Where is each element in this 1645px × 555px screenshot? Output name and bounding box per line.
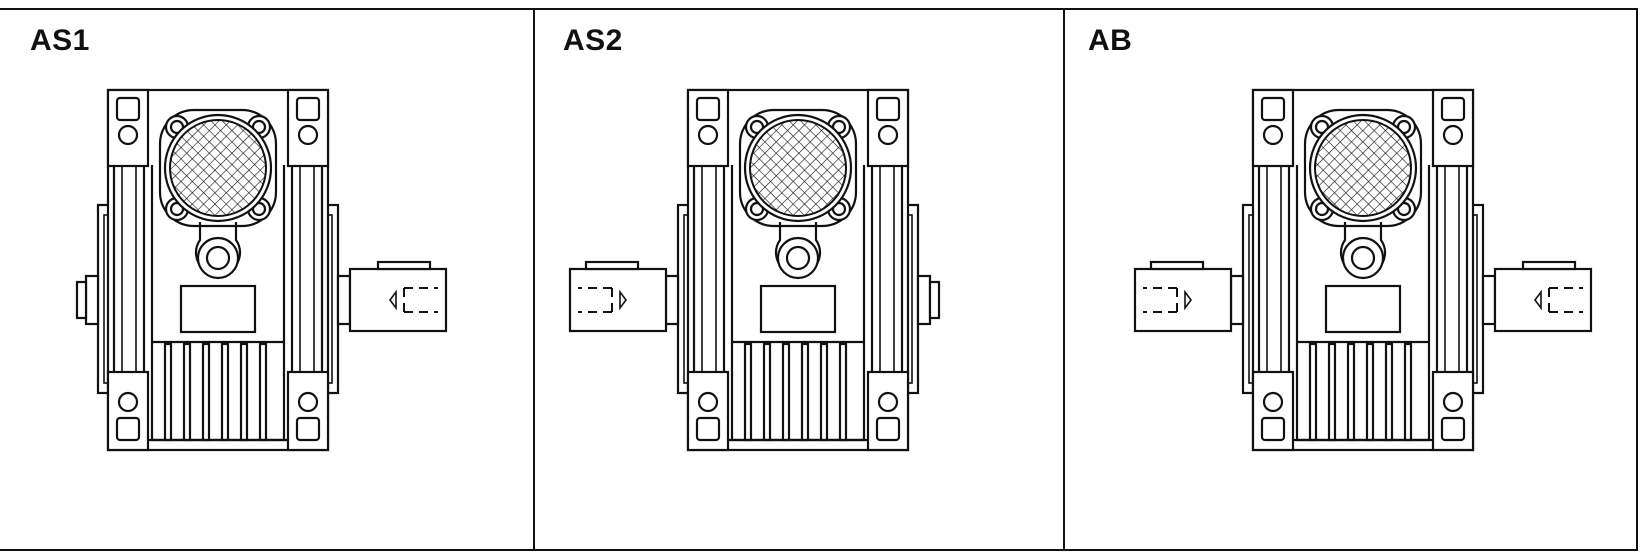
center-hole-mark — [389, 289, 397, 311]
cooling-fin — [762, 342, 772, 442]
input-bore-hatched — [1314, 119, 1412, 217]
center-hole-mark — [1534, 289, 1542, 311]
shaft-key — [376, 260, 432, 271]
mounting-slot — [875, 416, 901, 442]
cooling-fin — [1327, 342, 1337, 442]
output-shaft — [348, 267, 448, 333]
input-bore-hatched — [749, 119, 847, 217]
mounting-hole — [877, 391, 899, 413]
shaft-collar — [1229, 274, 1245, 326]
output-shaft — [1493, 267, 1593, 333]
mounting-slot — [1440, 96, 1466, 122]
mounting-slot — [295, 96, 321, 122]
nameplate — [1324, 284, 1402, 334]
lifting-eye-hole — [205, 245, 231, 271]
mounting-slot — [1440, 416, 1466, 442]
panel-divider-1 — [533, 8, 535, 551]
right-rail — [1435, 163, 1469, 377]
cooling-fin — [239, 342, 249, 442]
cooling-fin — [220, 342, 230, 442]
center-hole-mark — [619, 289, 627, 311]
panel-label-as1: AS1 — [30, 24, 90, 57]
bearing-cap — [84, 274, 100, 326]
gearbox-as1-drawing — [75, 88, 448, 452]
mounting-slot — [1260, 416, 1286, 442]
mounting-hole — [877, 124, 899, 146]
shaft-key — [1149, 260, 1205, 271]
mounting-slot — [115, 416, 141, 442]
cooling-fin — [743, 342, 753, 442]
center-hole-mark — [1184, 289, 1192, 311]
mounting-slot — [695, 96, 721, 122]
cooling-fin — [1384, 342, 1394, 442]
keyway-hidden — [578, 287, 613, 313]
keyway-hidden — [1548, 287, 1583, 313]
shaft-key — [584, 260, 640, 271]
gearbox-ab-drawing — [1133, 88, 1593, 452]
mounting-hole — [117, 124, 139, 146]
lifting-eye-hole — [785, 245, 811, 271]
nameplate — [759, 284, 837, 334]
shaft-collar — [336, 274, 352, 326]
right-rail — [290, 163, 324, 377]
mounting-hole — [1442, 124, 1464, 146]
bearing-cap — [916, 274, 932, 326]
left-rail — [692, 163, 726, 377]
cooling-fin — [182, 342, 192, 442]
mounting-slot — [295, 416, 321, 442]
mounting-slot — [115, 96, 141, 122]
gearbox-as2-drawing — [568, 88, 941, 452]
shaft-key — [1521, 260, 1577, 271]
cooling-fin — [163, 342, 173, 442]
output-shaft — [1133, 267, 1233, 333]
nameplate — [179, 284, 257, 334]
shaft-stub — [75, 280, 88, 320]
mounting-hole — [297, 391, 319, 413]
cooling-fin — [800, 342, 810, 442]
mounting-hole — [697, 391, 719, 413]
keyway-hidden — [403, 287, 438, 313]
cooling-fin — [258, 342, 268, 442]
mounting-hole — [697, 124, 719, 146]
output-shaft — [568, 267, 668, 333]
cooling-fin — [838, 342, 848, 442]
mounting-hole — [117, 391, 139, 413]
cooling-fin — [1365, 342, 1375, 442]
mounting-hole — [1262, 391, 1284, 413]
panel-label-as2: AS2 — [563, 24, 623, 57]
cooling-fin — [1403, 342, 1413, 442]
mounting-hole — [1442, 391, 1464, 413]
left-rail — [1257, 163, 1291, 377]
cooling-fin — [781, 342, 791, 442]
lifting-eye-hole — [1350, 245, 1376, 271]
input-bore-hatched — [169, 119, 267, 217]
cooling-fin — [1346, 342, 1356, 442]
shaft-collar — [664, 274, 680, 326]
left-rail — [112, 163, 146, 377]
mounting-slot — [1260, 96, 1286, 122]
shaft-collar — [1481, 274, 1497, 326]
mounting-slot — [875, 96, 901, 122]
mounting-hole — [1262, 124, 1284, 146]
right-rail — [870, 163, 904, 377]
cooling-fin — [819, 342, 829, 442]
keyway-hidden — [1143, 287, 1178, 313]
shaft-stub — [928, 280, 941, 320]
cooling-fin — [201, 342, 211, 442]
mounting-hole — [297, 124, 319, 146]
panel-divider-2 — [1063, 8, 1065, 551]
mounting-slot — [695, 416, 721, 442]
panel-label-ab: AB — [1088, 24, 1133, 57]
cooling-fin — [1308, 342, 1318, 442]
diagram-frame — [0, 8, 1638, 551]
